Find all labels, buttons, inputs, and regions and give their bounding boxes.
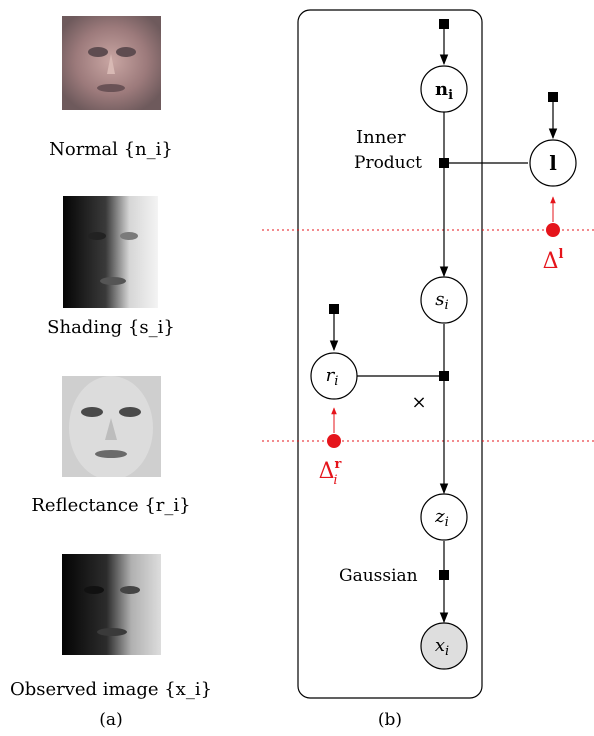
normal-map-image (62, 16, 161, 110)
reflectance-image (62, 376, 161, 480)
node-latent (420, 493, 468, 541)
product-factor (439, 371, 449, 381)
inner-product-factor (439, 158, 449, 168)
node-shading-label: si (435, 289, 448, 313)
observed-image (62, 554, 161, 655)
prior-factor-n (439, 19, 449, 29)
normal-caption: Normal {n_i} (49, 139, 173, 160)
gaussian-label: Gaussian (339, 566, 418, 586)
panel-a-label: (a) (99, 710, 123, 730)
node-normal-label: ni (435, 79, 453, 103)
reflectance-caption: Reflectance {r_i} (31, 495, 191, 516)
times-label: × (411, 392, 426, 413)
delta-reflect-dot (327, 434, 341, 448)
delta-light-dot (546, 223, 560, 237)
shading-caption: Shading {s_i} (47, 317, 175, 338)
shading-image (63, 196, 158, 308)
product-label: Product (354, 153, 422, 173)
prior-factor-r (329, 304, 339, 314)
gaussian-factor (439, 570, 449, 580)
node-light (529, 139, 577, 187)
node-reflectance (310, 352, 358, 400)
prior-factor-l (548, 92, 558, 102)
panel-b-label: (b) (377, 710, 403, 730)
observed-caption: Observed image {x_i} (9, 679, 213, 700)
node-light-label: l (549, 151, 557, 175)
node-normal (420, 65, 468, 113)
node-shading (420, 276, 468, 324)
node-reflectance-label: ri (326, 365, 339, 389)
inner-label: Inner (356, 127, 406, 148)
node-observed (420, 622, 468, 670)
node-observed-label: xi (435, 635, 449, 659)
delta-light-label: Δl (543, 247, 564, 274)
plate (297, 9, 483, 699)
node-latent-label: zi (434, 506, 449, 530)
